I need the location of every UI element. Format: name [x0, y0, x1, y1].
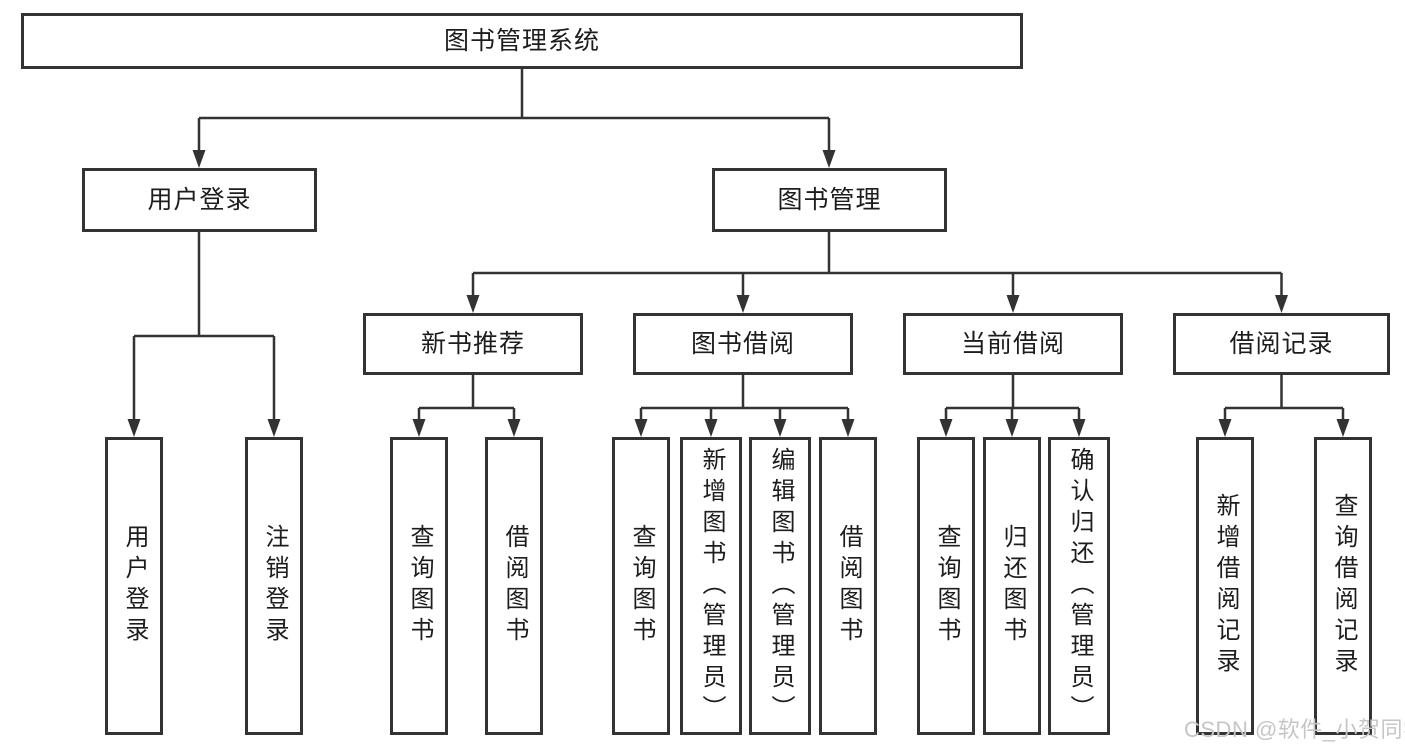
connector-current-borrow-to-leaves — [944, 375, 1081, 421]
leaf-confirm-return-admin: 确认归还（管理员） — [1048, 437, 1110, 735]
leaf-return-books: 归还图书 — [983, 437, 1041, 735]
node-borrowing-records: 借阅记录 — [1173, 313, 1390, 375]
leaf-return-books-label: 归还图书 — [999, 524, 1026, 648]
leaf-user-login-label: 用户登录 — [121, 524, 148, 648]
leaf-add-borrow-record-label: 新增借阅记录 — [1212, 493, 1239, 679]
leaf-add-books-admin: 新增图书（管理员） — [680, 437, 742, 735]
node-current-borrowing-label: 当前借阅 — [960, 329, 1065, 358]
leaf-query-borrow-record: 查询借阅记录 — [1314, 437, 1372, 735]
leaf-user-login: 用户登录 — [105, 437, 163, 735]
node-book-management: 图书管理 — [712, 168, 947, 232]
node-new-book-recommendation: 新书推荐 — [363, 313, 583, 375]
node-library-management-system: 图书管理系统 — [21, 13, 1023, 69]
leaf-add-books-admin-label: 新增图书（管理员） — [698, 446, 725, 726]
node-library-management-system-label: 图书管理系统 — [443, 26, 600, 55]
connector-book-management-to-level3 — [471, 232, 1283, 297]
leaf-query-books-borrow: 查询图书 — [612, 437, 670, 735]
leaf-query-books-recommend-label: 查询图书 — [406, 524, 433, 648]
node-book-management-label: 图书管理 — [777, 185, 882, 214]
leaf-query-books-current-label: 查询图书 — [933, 524, 960, 648]
leaf-borrow-books-recommend: 借阅图书 — [485, 437, 543, 735]
node-user-login: 用户登录 — [82, 168, 317, 232]
node-current-borrowing: 当前借阅 — [903, 313, 1123, 375]
leaf-query-books-borrow-label: 查询图书 — [628, 524, 655, 648]
connector-root-to-level2 — [197, 69, 831, 152]
node-user-login-label: 用户登录 — [147, 185, 252, 214]
leaf-add-borrow-record: 新增借阅记录 — [1196, 437, 1254, 735]
node-book-borrowing-label: 图书借阅 — [690, 329, 795, 358]
csdn-watermark: CSDN @软件_小贺同学 — [1184, 717, 1405, 742]
connector-borrow-records-to-leaves — [1223, 375, 1345, 421]
leaf-logout: 注销登录 — [245, 437, 303, 735]
node-borrowing-records-label: 借阅记录 — [1229, 329, 1334, 358]
leaf-borrow-books: 借阅图书 — [819, 437, 877, 735]
leaf-edit-books-admin: 编辑图书（管理员） — [749, 437, 811, 735]
leaf-query-books-recommend: 查询图书 — [390, 437, 448, 735]
connector-book-borrow-to-leaves — [639, 375, 850, 421]
node-new-book-recommendation-label: 新书推荐 — [420, 329, 525, 358]
leaf-logout-label: 注销登录 — [261, 524, 288, 648]
connector-new-book-to-leaves — [417, 375, 516, 421]
leaf-query-borrow-record-label: 查询借阅记录 — [1330, 493, 1357, 679]
leaf-borrow-books-label: 借阅图书 — [835, 524, 862, 648]
connector-user-login-to-leaves — [132, 232, 276, 421]
leaf-confirm-return-admin-label: 确认归还（管理员） — [1066, 446, 1093, 726]
leaf-edit-books-admin-label: 编辑图书（管理员） — [767, 446, 794, 726]
leaf-borrow-books-recommend-label: 借阅图书 — [501, 524, 528, 648]
node-book-borrowing: 图书借阅 — [633, 313, 853, 375]
leaf-query-books-current: 查询图书 — [917, 437, 975, 735]
